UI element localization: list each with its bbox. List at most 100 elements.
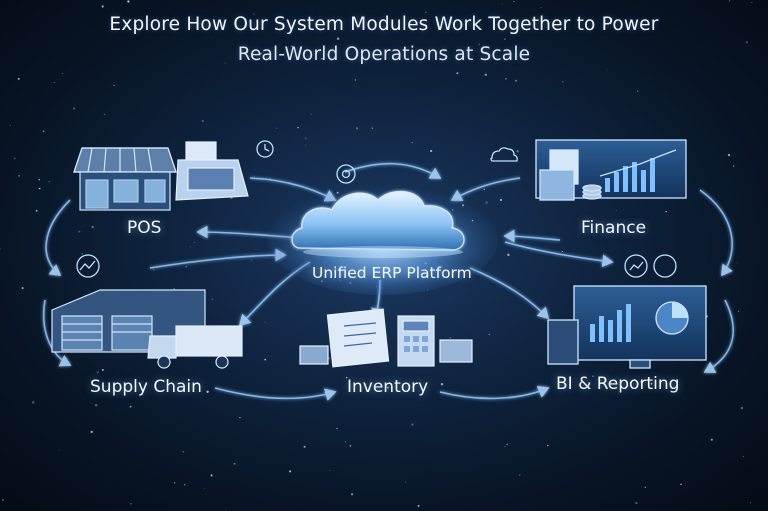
star: [468, 196, 469, 197]
cash-register-icon: [176, 142, 248, 200]
arrow-cloud-to-bi: [470, 268, 548, 318]
star: [738, 311, 739, 312]
star: [356, 127, 358, 129]
star: [130, 406, 132, 408]
star: [39, 188, 41, 190]
star: [637, 90, 638, 91]
star: [736, 262, 737, 263]
star: [18, 175, 20, 177]
star: [506, 444, 507, 445]
star: [38, 179, 39, 180]
star: [2, 499, 4, 501]
star: [425, 12, 426, 13]
star: [616, 210, 617, 211]
star: [182, 451, 184, 453]
star: [174, 482, 175, 483]
star: [91, 431, 93, 433]
star: [14, 157, 16, 159]
star: [91, 226, 94, 229]
star: [733, 165, 735, 167]
gear-icon: [337, 165, 355, 183]
star: [97, 371, 99, 373]
star: [504, 446, 505, 447]
page-title-line1: Explore How Our System Modules Work Toge…: [0, 14, 768, 35]
star: [43, 130, 45, 132]
star: [411, 423, 413, 425]
star: [500, 199, 502, 201]
star: [185, 266, 187, 268]
arrow-right-loop: [700, 190, 732, 275]
page-title-line2: Real-World Operations at Scale: [0, 44, 768, 65]
clock-icon: [257, 141, 273, 157]
star: [59, 450, 60, 451]
star: [665, 211, 667, 213]
module-label-inventory: Inventory: [347, 377, 428, 397]
star: [305, 145, 306, 146]
star: [504, 38, 506, 40]
arrow-supply-to-cloud: [150, 255, 285, 268]
star: [484, 189, 485, 190]
star: [49, 181, 50, 182]
star: [516, 150, 518, 152]
star: [104, 114, 106, 116]
star: [336, 428, 338, 430]
star: [607, 69, 608, 70]
star: [485, 201, 487, 203]
star: [251, 260, 252, 261]
star: [305, 137, 307, 139]
star: [351, 493, 353, 495]
star: [22, 287, 24, 289]
star: [513, 1, 514, 2]
arrow-supply-to-inventory: [215, 388, 335, 398]
star: [507, 254, 509, 256]
trend-icon: [77, 255, 99, 277]
star: [741, 407, 743, 409]
star: [10, 125, 11, 126]
star: [547, 445, 548, 446]
star: [95, 404, 97, 406]
arrow-left-loop: [46, 200, 70, 275]
star: [418, 505, 420, 507]
arrow-right-lower: [705, 300, 733, 372]
star: [127, 0, 129, 2]
star: [441, 383, 443, 385]
star: [304, 446, 306, 448]
star: [345, 441, 347, 443]
arrow-finance-to-cloud: [452, 178, 520, 200]
star: [264, 359, 266, 361]
star: [485, 74, 487, 76]
star: [204, 488, 205, 489]
star: [234, 463, 236, 465]
star: [541, 7, 542, 8]
star: [456, 72, 458, 74]
star: [73, 107, 75, 109]
star: [405, 481, 406, 482]
star: [430, 150, 432, 152]
star: [519, 474, 520, 475]
arrow-cloud-to-finance: [505, 242, 612, 262]
arrow-finance-to-cloud-lower: [505, 236, 560, 240]
star: [54, 82, 55, 83]
star: [680, 484, 681, 485]
star: [102, 369, 104, 371]
star: [32, 401, 35, 404]
star: [113, 85, 114, 86]
module-label-pos: POS: [127, 218, 161, 238]
star: [711, 439, 713, 441]
module-label-finance: Finance: [581, 218, 646, 238]
star: [289, 470, 291, 472]
star: [502, 3, 503, 4]
star: [212, 299, 213, 300]
star: [310, 113, 312, 115]
star: [728, 154, 730, 156]
star: [18, 78, 20, 80]
star: [276, 127, 277, 128]
hub-label: Unified ERP Platform: [312, 264, 472, 282]
star: [645, 487, 647, 489]
small-cloud-icon: [491, 148, 517, 161]
star: [329, 470, 330, 471]
star: [78, 231, 80, 233]
star: [0, 248, 1, 250]
star: [489, 334, 490, 335]
